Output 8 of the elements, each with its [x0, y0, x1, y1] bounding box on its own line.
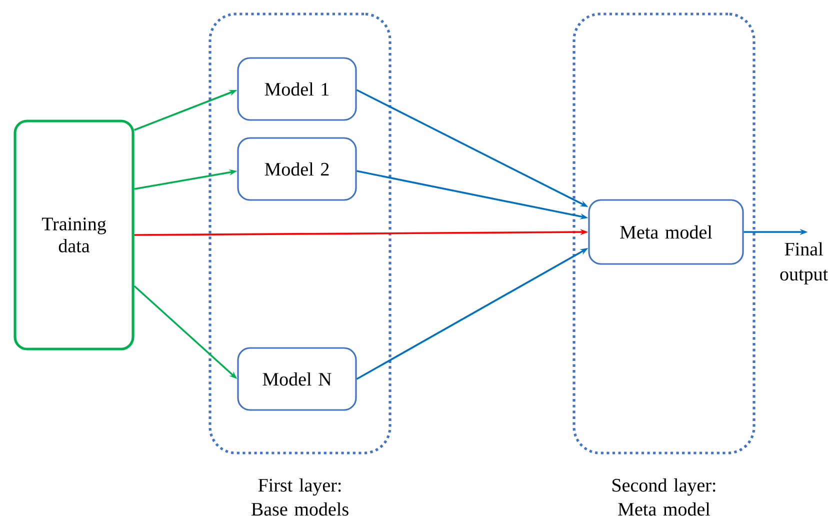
- model-box: Model N: [237, 347, 357, 411]
- edge-label: Final output: [780, 242, 828, 284]
- model-box: Model 1: [237, 57, 357, 121]
- model-box: Meta model: [588, 199, 744, 265]
- data-box: Training data: [14, 120, 134, 350]
- layer-heading: Second layer: Meta model: [612, 478, 716, 516]
- layer-heading: First layer: Base models: [251, 478, 348, 516]
- model-box: Model 2: [237, 137, 357, 201]
